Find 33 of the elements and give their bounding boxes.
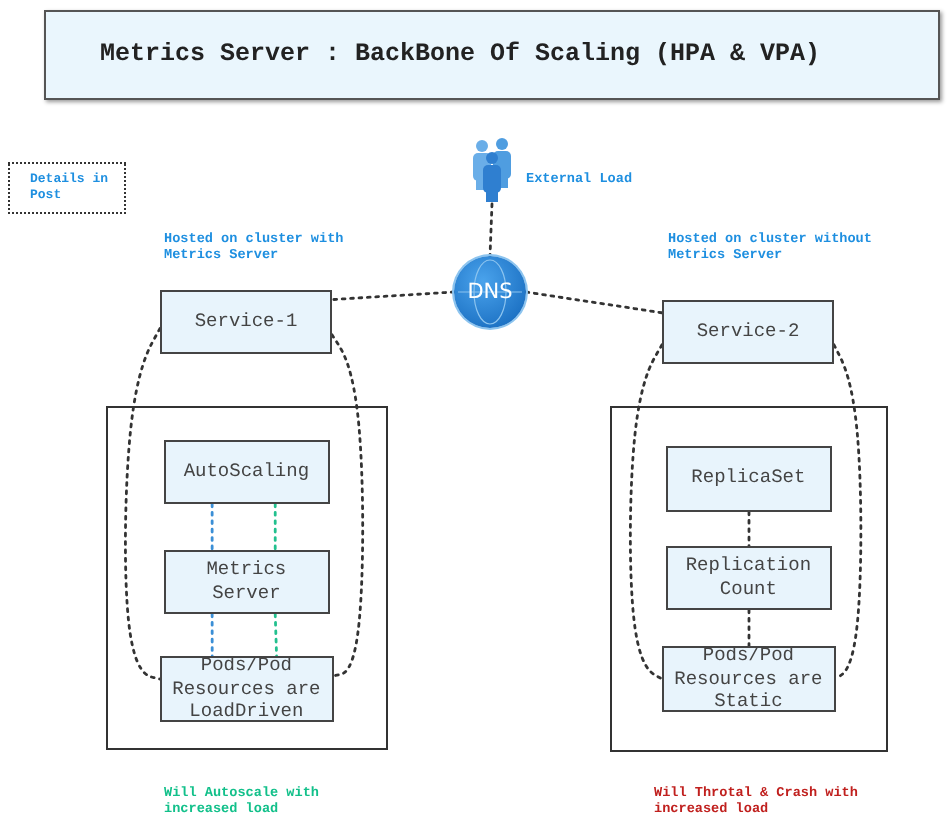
dotted-connector xyxy=(488,202,494,258)
dotted-connector xyxy=(747,510,751,548)
process-box xyxy=(163,439,330,504)
process-box xyxy=(665,545,832,610)
dotted-connector xyxy=(210,502,214,552)
process-box xyxy=(665,445,832,512)
dotted-connector xyxy=(273,502,277,552)
cluster-frame xyxy=(610,406,888,752)
dns-label: DNS xyxy=(467,280,513,304)
box-label: Metrics Server xyxy=(204,558,289,605)
note-box xyxy=(8,162,126,214)
dotted-connector xyxy=(832,343,863,681)
cluster-frame xyxy=(106,406,388,750)
box-label: Service-2 xyxy=(696,320,800,344)
box-label: AutoScaling xyxy=(183,459,310,483)
dotted-connector xyxy=(330,333,365,678)
process-box xyxy=(160,290,332,354)
box-label: Pods/Pod Resources are LoadDriven xyxy=(170,654,323,723)
dotted-connector xyxy=(629,343,664,681)
dotted-connector xyxy=(747,608,751,648)
process-box xyxy=(662,300,834,364)
dotted-connector xyxy=(524,290,664,315)
dns-globe xyxy=(454,256,526,328)
diagram-title: Metrics Server : BackBone Of Scaling (HPA & VPA) xyxy=(100,40,821,68)
box-label: Pods/Pod Resources are Static xyxy=(672,644,825,713)
box-label: Replication Count xyxy=(683,554,814,601)
dotted-connector xyxy=(273,612,278,658)
dotted-connector xyxy=(124,327,162,681)
dotted-connector xyxy=(210,612,214,658)
box-label: ReplicaSet xyxy=(691,466,806,490)
process-box xyxy=(163,549,330,614)
dotted-connector xyxy=(330,290,456,301)
box-label: Service-1 xyxy=(194,310,298,334)
